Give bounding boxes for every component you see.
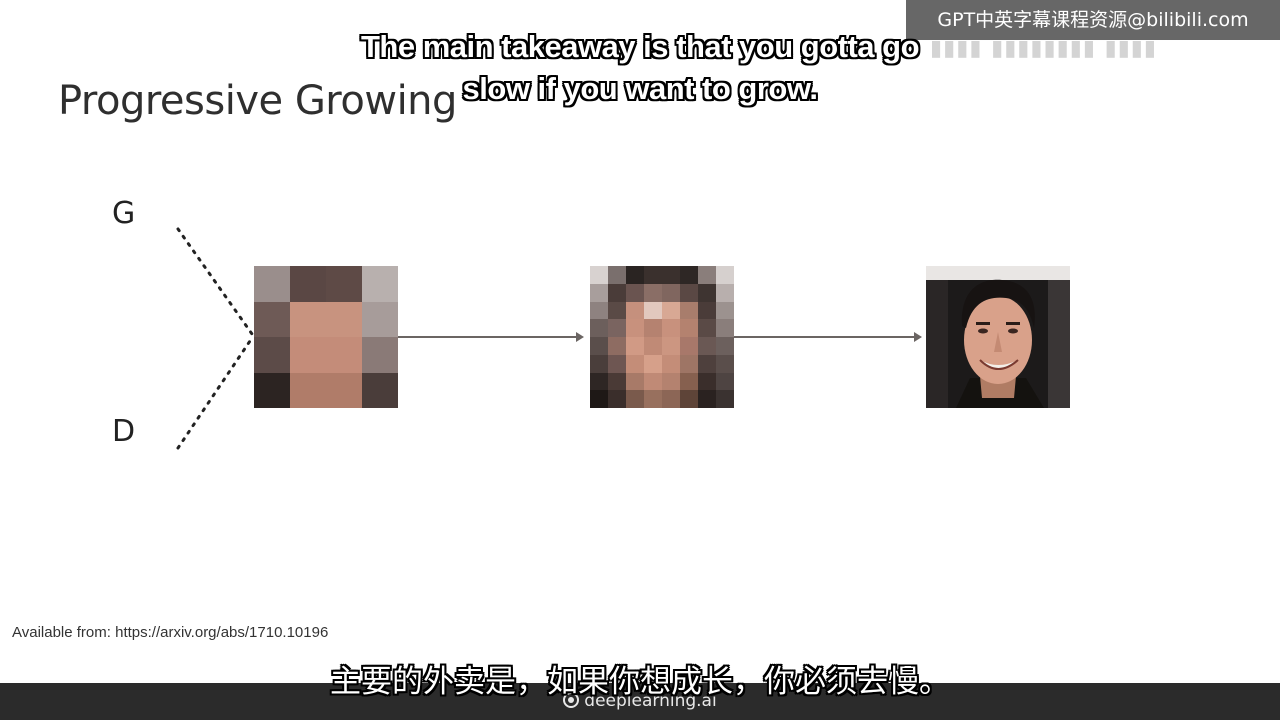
discriminator-connector bbox=[176, 336, 254, 450]
growth-arrow-1 bbox=[398, 332, 584, 342]
slide-title: Progressive Growing bbox=[58, 78, 457, 124]
faded-watermark: ▮▮▮▮ ▮▮▮▮▮▮▮▮ ▮▮▮▮ bbox=[930, 36, 1158, 61]
face-image-high-res bbox=[926, 266, 1070, 408]
growth-arrow-2 bbox=[734, 332, 922, 342]
brand-footer: deeplearning.ai bbox=[0, 691, 1280, 711]
face-image-mid-res bbox=[590, 266, 734, 408]
video-bottom-bar bbox=[0, 683, 1280, 720]
source-citation: Available from: https://arxiv.org/abs/17… bbox=[12, 624, 329, 641]
chinese-subtitle: 主要的外卖是，如果你想成长，你必须去慢。 bbox=[330, 664, 950, 700]
discriminator-label: D bbox=[112, 414, 136, 449]
deeplearning-logo-icon bbox=[563, 692, 580, 708]
english-subtitle: The main takeaway is that you gotta go s… bbox=[360, 29, 920, 106]
bilibili-watermark: GPT中英字幕课程资源@bilibili.com bbox=[906, 0, 1280, 40]
generator-label: G bbox=[112, 196, 136, 231]
generator-connector bbox=[176, 227, 254, 336]
face-image-low-res bbox=[254, 266, 398, 408]
brand-name: deeplearning.ai bbox=[584, 691, 717, 711]
